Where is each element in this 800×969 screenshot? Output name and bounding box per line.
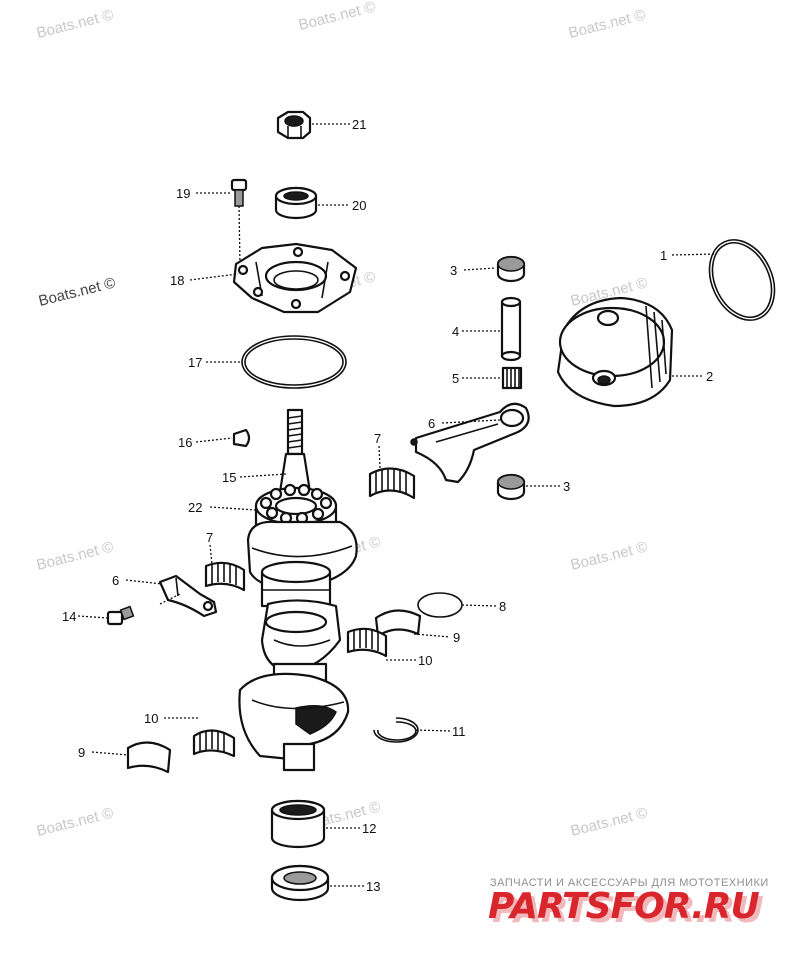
bearing-race-part xyxy=(126,741,172,774)
needle-bearing-part xyxy=(204,561,246,592)
callout-label: 19 xyxy=(176,186,190,201)
callout-label: 6 xyxy=(428,416,435,431)
callout-label: 4 xyxy=(452,324,459,339)
callout-label: 17 xyxy=(188,355,202,370)
callout-label: 7 xyxy=(206,530,213,545)
washer-part xyxy=(496,255,526,283)
piston-part xyxy=(556,296,674,408)
callout-label: 10 xyxy=(144,711,158,726)
callout-label: 1 xyxy=(660,248,667,263)
leader-lines xyxy=(77,123,717,887)
bearing-race-part xyxy=(374,609,422,638)
callout-label: 7 xyxy=(374,431,381,446)
callout-label: 9 xyxy=(78,745,85,760)
needle-bearing-part xyxy=(368,467,416,500)
watermark: Boats.net © xyxy=(569,804,649,840)
callout-label: 22 xyxy=(188,500,202,515)
callout-label: 18 xyxy=(170,273,184,288)
callout-label: 20 xyxy=(352,198,366,213)
screw-part xyxy=(230,178,248,267)
callout-labels: 21 19 20 18 17 16 15 22 7 6 14 3 4 5 6 7… xyxy=(62,117,713,894)
thrust-washer-part xyxy=(270,864,330,902)
callout-label: 14 xyxy=(62,609,76,624)
brand-logo-shadow: PARTSFOR.RU xyxy=(492,890,764,931)
woodruff-key-part xyxy=(232,428,251,448)
callout-label: 6 xyxy=(112,573,119,588)
watermark: Boats.net © xyxy=(569,538,649,574)
connecting-rod-part xyxy=(410,402,530,484)
piston-ring-part xyxy=(708,239,776,321)
callout-label: 13 xyxy=(366,879,380,894)
watermark: Boats.net © xyxy=(35,6,115,42)
washer-part xyxy=(496,473,526,501)
callout-label: 9 xyxy=(453,630,460,645)
roller-bearing-part xyxy=(270,799,326,849)
brand-block: ЗАПЧАСТИ И АКСЕССУАРЫ ДЛЯ МОТОТЕХНИКИ PA… xyxy=(488,877,769,931)
piston-needle-bearing-part xyxy=(501,366,523,390)
bearing-cap-part xyxy=(232,242,358,314)
nut-part xyxy=(276,110,312,140)
snap-ring-part xyxy=(373,717,419,743)
callout-label: 5 xyxy=(452,371,459,386)
callout-label: 16 xyxy=(178,435,192,450)
callout-label: 8 xyxy=(499,599,506,614)
callout-label: 10 xyxy=(418,653,432,668)
seal-part xyxy=(274,186,318,220)
rod-cap-part xyxy=(158,574,218,618)
crankshaft-part xyxy=(238,408,358,772)
callout-label: 3 xyxy=(563,479,570,494)
o-ring-part xyxy=(241,335,347,389)
needle-bearing-part xyxy=(346,627,388,658)
callout-label: 11 xyxy=(452,724,466,739)
watermark: Boats.net © xyxy=(35,538,115,574)
callout-label: 21 xyxy=(352,117,366,132)
watermark: Boats.net © xyxy=(297,0,377,34)
callout-label: 3 xyxy=(450,263,457,278)
retaining-ring-part xyxy=(417,592,463,618)
watermark: Boats.net © xyxy=(567,6,647,42)
callout-label: 15 xyxy=(222,470,236,485)
needle-bearing-part xyxy=(192,729,236,758)
brand-logo: PARTSFOR.RU xyxy=(488,886,760,927)
callout-label: 2 xyxy=(706,369,713,384)
watermark: Boats.net © xyxy=(35,804,115,840)
brand-subtitle: ЗАПЧАСТИ И АКСЕССУАРЫ ДЛЯ МОТОТЕХНИКИ xyxy=(490,877,769,889)
piston-pin-part xyxy=(500,296,522,362)
callout-label: 12 xyxy=(362,821,376,836)
bolt-part xyxy=(106,605,135,626)
watermark: Boats.net © xyxy=(37,274,117,310)
